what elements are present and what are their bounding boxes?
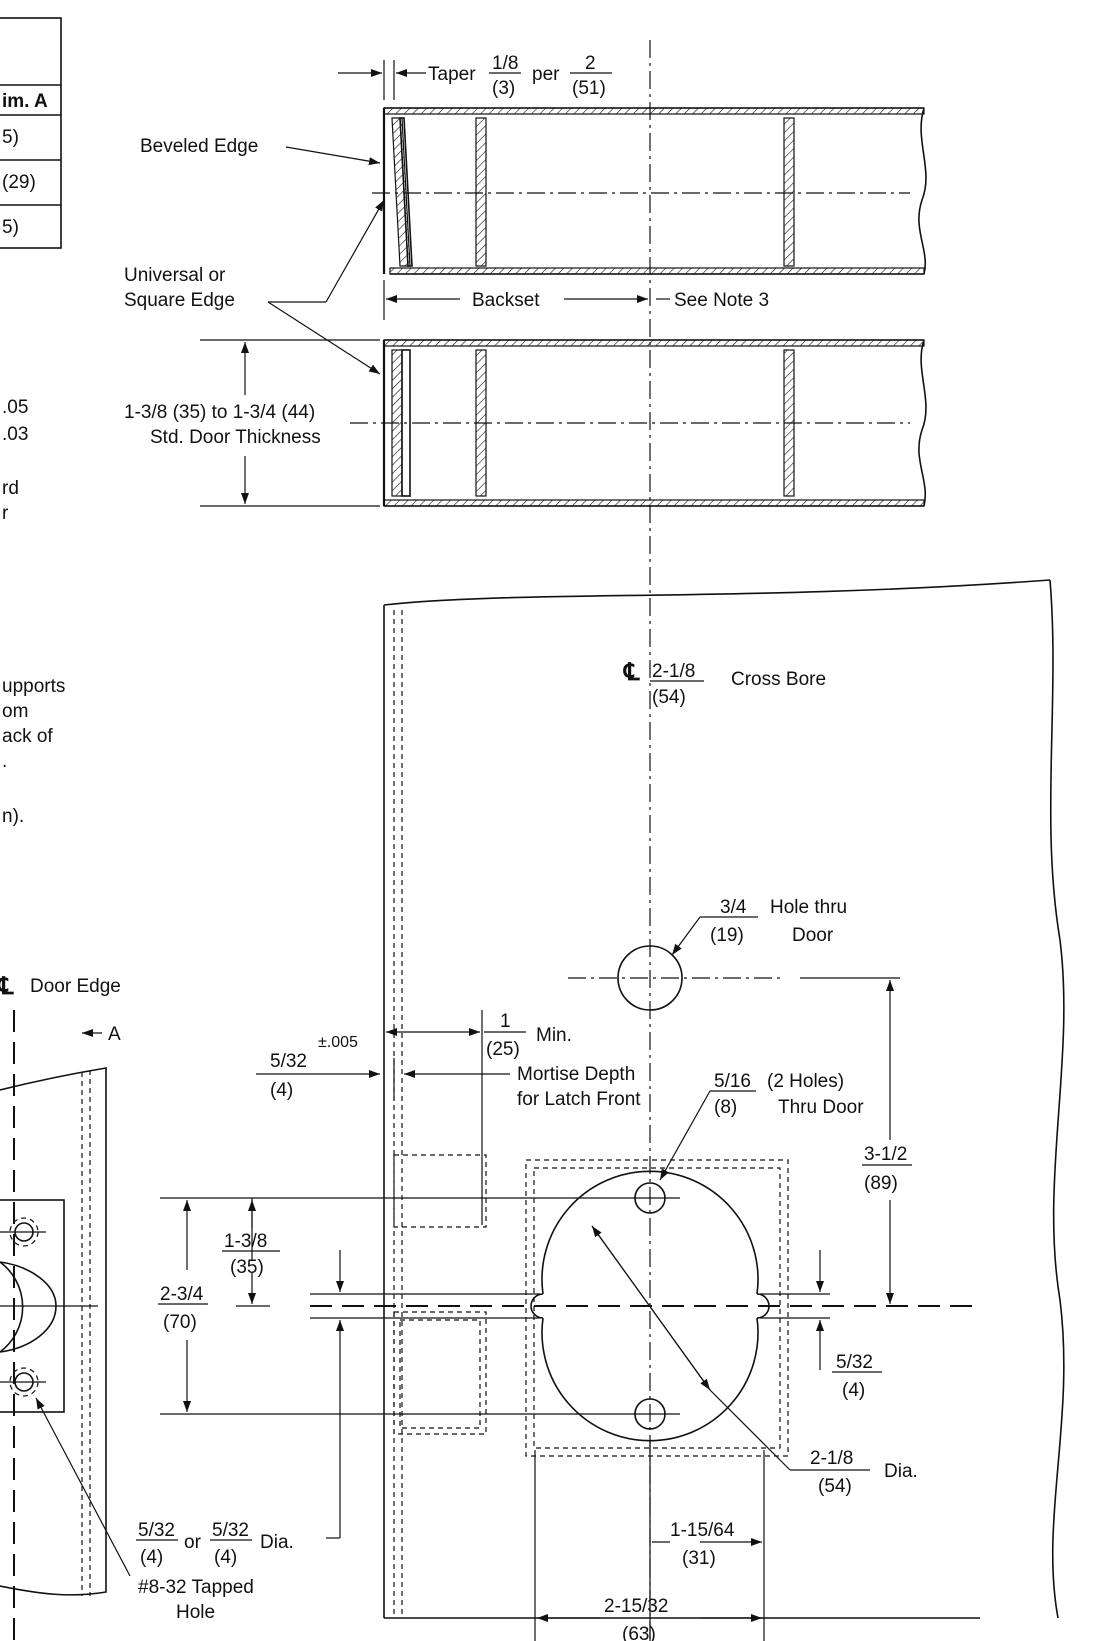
- universal-edge-label-2: Square Edge: [124, 290, 235, 311]
- holes-num: 5/16: [714, 1071, 751, 1092]
- note-fragment: n).: [2, 806, 24, 827]
- note-fragment: .03: [2, 424, 28, 445]
- tapped-hole-label-2: Hole: [176, 1602, 215, 1623]
- edge-left-den: (4): [140, 1547, 163, 1568]
- table-row: 5): [2, 217, 19, 238]
- per-fraction-den: (51): [572, 78, 606, 99]
- square-door-section: [350, 339, 927, 507]
- dim-31-den: (31): [682, 1548, 716, 1569]
- door-edge-centerline-symbol: ℄: [0, 973, 14, 1000]
- min-num: 1: [500, 1011, 511, 1032]
- note-fragment: ack of: [2, 726, 53, 747]
- cross-bore-centerline-symbol: ℄: [623, 659, 640, 686]
- thru-hole: [617, 945, 683, 1011]
- note-fragment: .: [2, 751, 7, 772]
- beveled-door-section: [372, 107, 927, 275]
- door-section-views: Taper 1/8 (3) per 2 (51) Beveled Edge Un…: [124, 40, 927, 1641]
- dim-89-num: 3-1/2: [864, 1144, 907, 1165]
- taper-fraction-den: (3): [492, 78, 515, 99]
- mortise-label-1: Mortise Depth: [517, 1064, 635, 1085]
- dim-35-num: 1-3/8: [224, 1231, 267, 1252]
- hole-label-2: Door: [792, 925, 834, 946]
- dim-89-den: (89): [864, 1173, 898, 1194]
- mortise-label-2: for Latch Front: [517, 1089, 641, 1110]
- edge-right-num: 5/32: [212, 1520, 249, 1541]
- dim-70-num: 2-3/4: [160, 1284, 204, 1305]
- edge-or-label: or: [184, 1532, 202, 1553]
- mortise-tolerance: ±.005: [318, 1034, 358, 1051]
- dia-num: 2-1/8: [810, 1448, 853, 1469]
- min-den: (25): [486, 1039, 520, 1060]
- holes-den: (8): [714, 1097, 737, 1118]
- table-row: 5): [2, 127, 19, 148]
- dia-den: (54): [818, 1476, 852, 1497]
- cross-bore-den: (54): [652, 687, 686, 708]
- dim-63-den: (63): [622, 1624, 656, 1641]
- see-note-label: See Note 3: [674, 290, 769, 311]
- dim-4-den: (4): [842, 1380, 865, 1401]
- beveled-edge-label: Beveled Edge: [140, 136, 258, 157]
- holes-label-1: (2 Holes): [767, 1071, 844, 1092]
- per-label: per: [532, 64, 560, 85]
- min-label: Min.: [536, 1025, 572, 1046]
- a-label: A: [108, 1024, 121, 1045]
- dim-35-den: (35): [230, 1257, 264, 1278]
- note-fragment: rd: [2, 478, 19, 499]
- taper-label: Taper: [428, 64, 476, 85]
- edge-dia-label: Dia.: [260, 1532, 294, 1553]
- dim-31-num: 1-15/64: [670, 1520, 735, 1541]
- door-thickness-label-2: Std. Door Thickness: [150, 427, 321, 448]
- door-edge-label: Door Edge: [30, 976, 121, 997]
- dim-63-num: 2-15/32: [604, 1596, 668, 1617]
- note-fragment: .05: [2, 397, 28, 418]
- universal-edge-label-1: Universal or: [124, 265, 226, 286]
- hole-num: 3/4: [720, 897, 747, 918]
- hole-den: (19): [710, 925, 744, 946]
- cross-bore-label: Cross Bore: [731, 669, 826, 690]
- per-fraction-num: 2: [585, 53, 596, 74]
- dia-label: Dia.: [884, 1461, 918, 1482]
- door-edge-view: ℄ Door Edge A 5/32 (4) or 5/32 (4) Dia. …: [0, 973, 294, 1641]
- door-front-view: ℄ 2-1/8 (54) Cross Bore 3/4 (19) Hole th…: [158, 579, 1065, 1641]
- dim-4-num: 5/32: [836, 1352, 873, 1373]
- backset-label: Backset: [472, 290, 540, 311]
- notes-fragments: .05 .03 rd r upports om ack of . n).: [2, 397, 65, 827]
- edge-right-den: (4): [214, 1547, 237, 1568]
- door-thickness-label-1: 1-3/8 (35) to 1-3/4 (44): [124, 402, 315, 423]
- mortise-den: (4): [270, 1080, 293, 1101]
- note-fragment: r: [2, 503, 9, 524]
- table-header: im. A: [2, 91, 48, 112]
- table-row: (29): [2, 172, 36, 193]
- edge-left-num: 5/32: [138, 1520, 175, 1541]
- note-fragment: om: [2, 701, 28, 722]
- dimension-table: im. A 5) (29) 5): [0, 17, 62, 249]
- note-fragment: upports: [2, 676, 65, 697]
- dim-70-den: (70): [163, 1312, 197, 1333]
- tapped-hole-label-1: #8-32 Tapped: [138, 1577, 254, 1598]
- taper-fraction-num: 1/8: [492, 53, 518, 74]
- mortise-num: 5/32: [270, 1051, 307, 1072]
- cross-bore-num: 2-1/8: [652, 661, 695, 682]
- holes-label-2: Thru Door: [778, 1097, 864, 1118]
- hole-label-1: Hole thru: [770, 897, 847, 918]
